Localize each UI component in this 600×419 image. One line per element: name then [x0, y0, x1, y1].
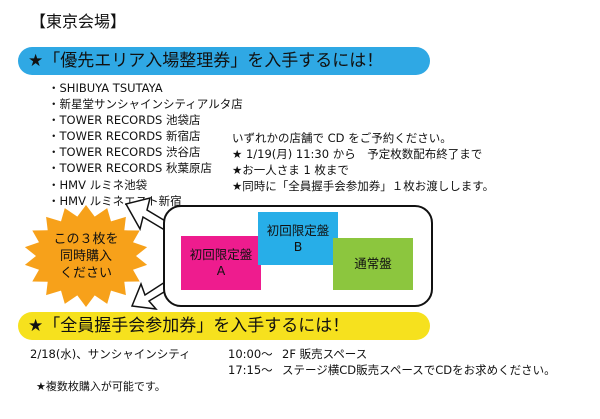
store-list: SHIBUYA TSUTAYA 新星堂サンシャインシティアルタ店 TOWER R…: [48, 80, 243, 209]
info-line: ★同時に「全員握手会参加券」１枚お渡しします。: [232, 179, 495, 194]
cd-limited-b: 初回限定盤 B: [258, 212, 338, 265]
store-item: HMV ルミネ池袋: [48, 177, 243, 193]
starburst-line: ください: [59, 265, 112, 281]
schedule-desc: 2F 販売スペース: [282, 347, 368, 361]
store-item: HMV ルミネエスト新宿: [48, 193, 243, 209]
reservation-info: いずれかの店舗で CD をご予約ください。 ★ 1/19(月) 11:30 から…: [232, 130, 494, 194]
store-item: TOWER RECORDS 秋葉原店: [48, 160, 243, 176]
store-item: SHIBUYA TSUTAYA: [48, 80, 243, 96]
starburst-line: この３枚を: [53, 231, 119, 247]
venue-title: 【東京会場】: [30, 12, 127, 31]
buy-three-starburst: この３枚を 同時購入 ください: [22, 203, 150, 309]
schedule-time: 10:00〜: [228, 347, 273, 361]
priority-ticket-heading: ★「優先エリア入場整理券」を入手するには！: [18, 47, 430, 75]
cd-limited-a: 初回限定盤 A: [181, 236, 261, 290]
handshake-ticket-heading: ★「全員握手会参加券」を入手するには！: [18, 312, 430, 340]
event-date-place: 2/18(水)、サンシャインシティ: [30, 347, 191, 361]
multi-purchase-note: ★複数枚購入が可能です。: [36, 380, 166, 393]
info-line: ★お一人さま 1 枚まで: [232, 163, 349, 178]
store-item: TOWER RECORDS 池袋店: [48, 112, 243, 128]
store-item: TOWER RECORDS 渋谷店: [48, 144, 243, 160]
info-line: いずれかの店舗で CD をご予約ください。: [232, 131, 452, 145]
info-line: ★ 1/19(月) 11:30 から 予定枚数配布終了まで: [232, 147, 483, 162]
store-item: TOWER RECORDS 新宿店: [48, 128, 243, 144]
schedule-time: 17:15〜: [228, 363, 273, 377]
schedule-desc: ステージ横CD販売スペースでCDをお求めください。: [282, 363, 556, 377]
starburst-icon: [24, 205, 148, 307]
cd-regular: 通常盤: [333, 238, 413, 290]
starburst-line: 同時購入: [59, 248, 112, 264]
store-item: 新星堂サンシャインシティアルタ店: [48, 96, 243, 112]
